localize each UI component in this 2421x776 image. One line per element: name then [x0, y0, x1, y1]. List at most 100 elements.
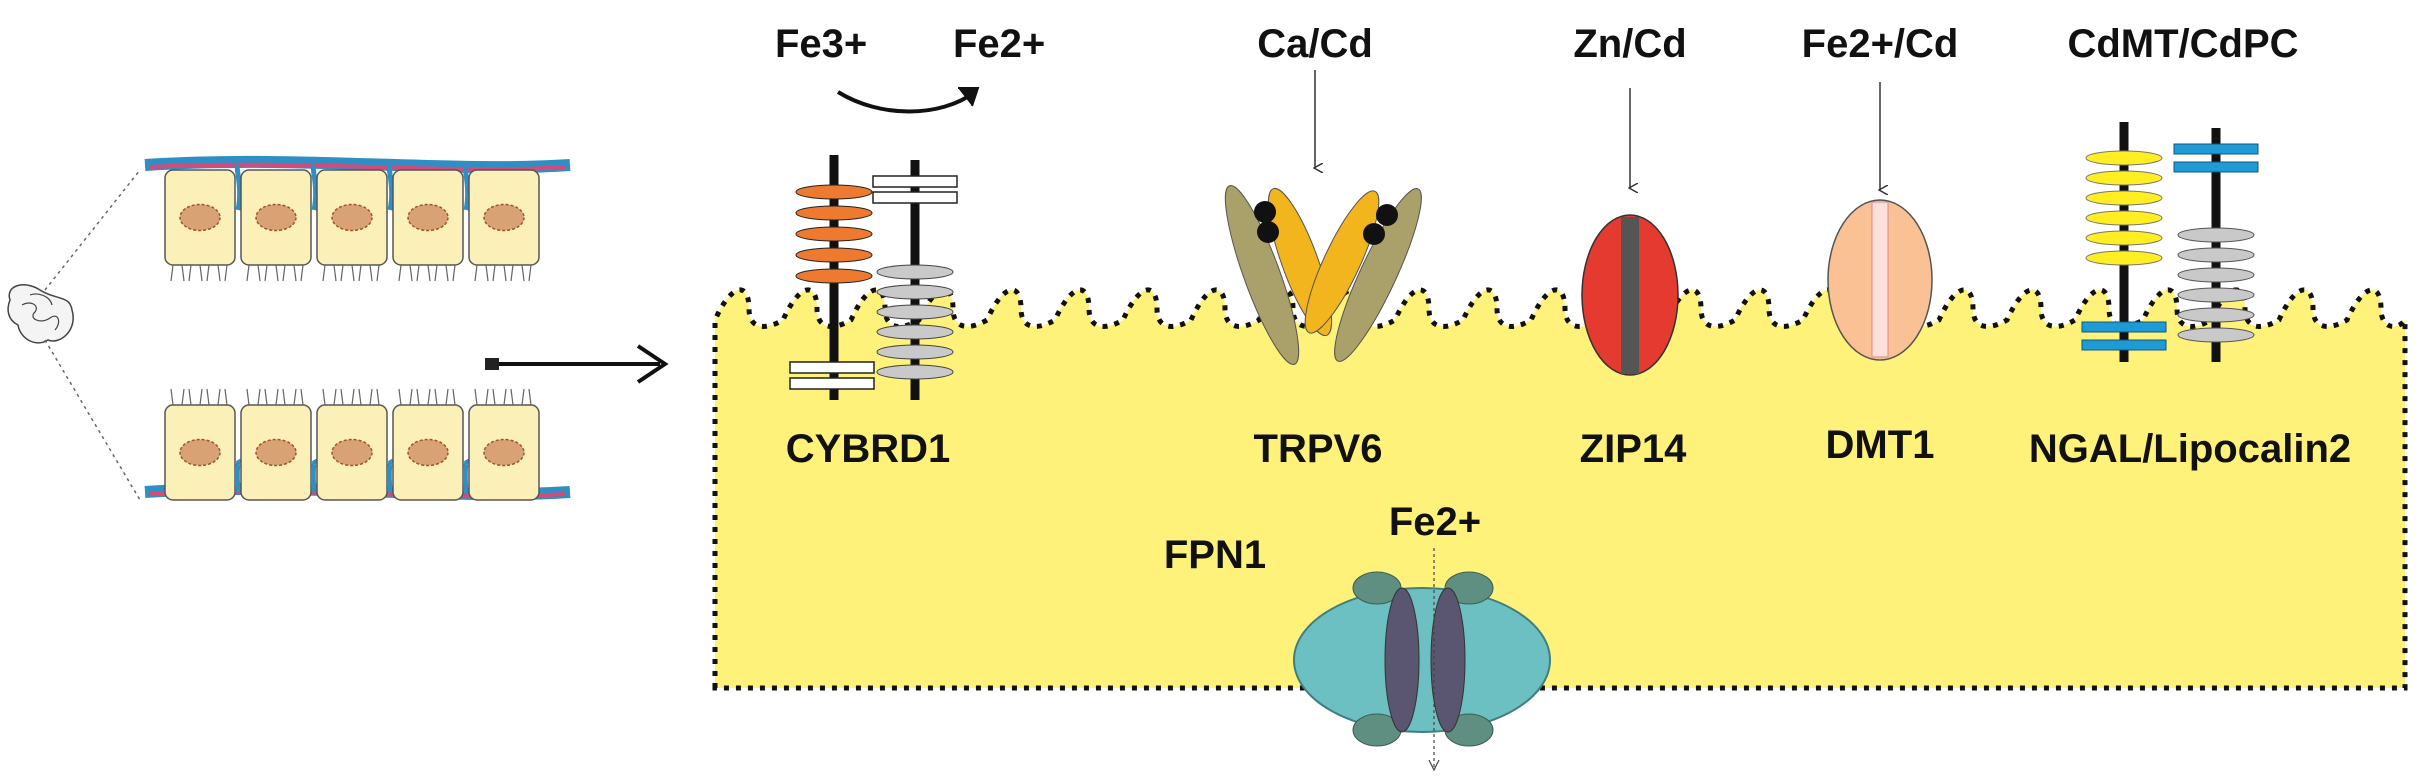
microvillus: [474, 264, 478, 282]
microvillus: [300, 388, 304, 406]
vessel-branch: [386, 163, 395, 211]
microvillus: [521, 388, 525, 406]
microvillus: [452, 388, 456, 406]
microvillus: [492, 264, 496, 282]
microvillus: [445, 264, 449, 282]
microvillus: [427, 388, 431, 406]
microvillus: [376, 388, 380, 406]
microvillus: [340, 264, 344, 282]
label-fpn1: FPN1: [1164, 533, 1266, 577]
label-dmt1: DMT1: [1826, 423, 1935, 467]
microvillus: [340, 388, 344, 406]
label-ngal: NGAL/Lipocalin2: [2029, 427, 2351, 471]
label-zip14: ZIP14: [1580, 427, 1687, 471]
ion-labels: Fe3+ Fe2+ Ca/Cd Zn/Cd Fe2+/Cd CdMT/CdPC …: [775, 22, 2299, 544]
nucleus: [407, 438, 449, 467]
microvillus: [275, 388, 279, 406]
microvillus: [224, 388, 228, 406]
microvillus: [264, 264, 268, 282]
microvillus: [358, 264, 362, 282]
nucleus: [179, 203, 221, 232]
label-cybrd1: CYBRD1: [786, 427, 950, 471]
label-fe2: Fe2+: [953, 22, 1045, 66]
vessel-branch: [386, 458, 395, 493]
microvillus: [521, 264, 525, 282]
nucleus: [407, 203, 449, 232]
microvillus: [434, 264, 438, 282]
microvillus: [528, 388, 532, 406]
microvillus: [528, 264, 532, 282]
microvillus: [503, 388, 507, 406]
microvillus: [434, 388, 438, 406]
microvillus: [282, 264, 286, 282]
vessel-branch: [234, 458, 243, 493]
microvillus: [485, 388, 489, 406]
connector-dotted-lines: [44, 169, 141, 501]
microvillus: [445, 388, 449, 406]
label-ca-cd: Ca/Cd: [1257, 22, 1373, 66]
microvillus: [188, 388, 192, 406]
microvillus: [246, 264, 250, 282]
microvillus: [398, 388, 402, 406]
nucleus: [255, 203, 297, 232]
microvillus: [264, 388, 268, 406]
microvillus: [503, 264, 507, 282]
fe-reduction-curved-arrow: [836, 87, 980, 114]
zip14-transporter: [1581, 88, 1679, 376]
vessel-branch: [462, 458, 471, 493]
microvillus: [257, 388, 261, 406]
microvillus: [300, 264, 304, 282]
ngal-lipocalin2-receptor: [2081, 122, 2259, 362]
enterocyte-cell-body: [712, 287, 2408, 691]
microvillus: [224, 264, 228, 282]
microvillus: [369, 264, 373, 282]
microvillus: [492, 388, 496, 406]
microvillus: [358, 388, 362, 406]
microvillus: [351, 388, 355, 406]
microvillus: [181, 264, 185, 282]
microvillus: [376, 264, 380, 282]
microvillus: [369, 388, 373, 406]
transporter-labels: CYBRD1 TRPV6 ZIP14 DMT1 NGAL/Lipocalin2 …: [786, 423, 2351, 577]
fpn1-exporter: [1293, 548, 1551, 772]
microvillus: [409, 264, 413, 282]
zoom-arrow: [485, 344, 669, 384]
microvillus: [217, 264, 221, 282]
label-fe3: Fe3+: [775, 22, 867, 66]
microvillus: [416, 388, 420, 406]
trpv6-channel: [1224, 70, 1422, 365]
microvillus: [170, 264, 174, 282]
microvillus: [246, 388, 250, 406]
microvillus: [199, 264, 203, 282]
microvillus: [452, 264, 456, 282]
vessel-branch: [234, 163, 243, 211]
microvillus: [181, 388, 185, 406]
microvillus: [282, 388, 286, 406]
microvillus: [188, 264, 192, 282]
vessel-branch: [462, 163, 471, 211]
microvillus: [206, 264, 210, 282]
microvillus: [510, 264, 514, 282]
microvillus: [333, 388, 337, 406]
microvillus: [322, 264, 326, 282]
microvillus: [199, 388, 203, 406]
tissue-section-bottom: [144, 388, 571, 501]
nucleus: [331, 203, 373, 232]
microvillus: [293, 388, 297, 406]
cybrd1-transporter: [789, 155, 958, 400]
microvillus: [427, 264, 431, 282]
microvillus: [474, 388, 478, 406]
nucleus: [483, 203, 525, 232]
label-trpv6: TRPV6: [1254, 427, 1383, 471]
microvillus: [398, 264, 402, 282]
microvillus: [293, 264, 297, 282]
vessel-branch: [310, 163, 319, 211]
nucleus: [179, 438, 221, 467]
microvillus: [170, 388, 174, 406]
tissue-section-top: [144, 155, 571, 282]
microvillus: [416, 264, 420, 282]
vessel-branch: [310, 458, 319, 493]
microvillus: [217, 388, 221, 406]
microvillus: [275, 264, 279, 282]
intestine-icon: [7, 284, 74, 344]
